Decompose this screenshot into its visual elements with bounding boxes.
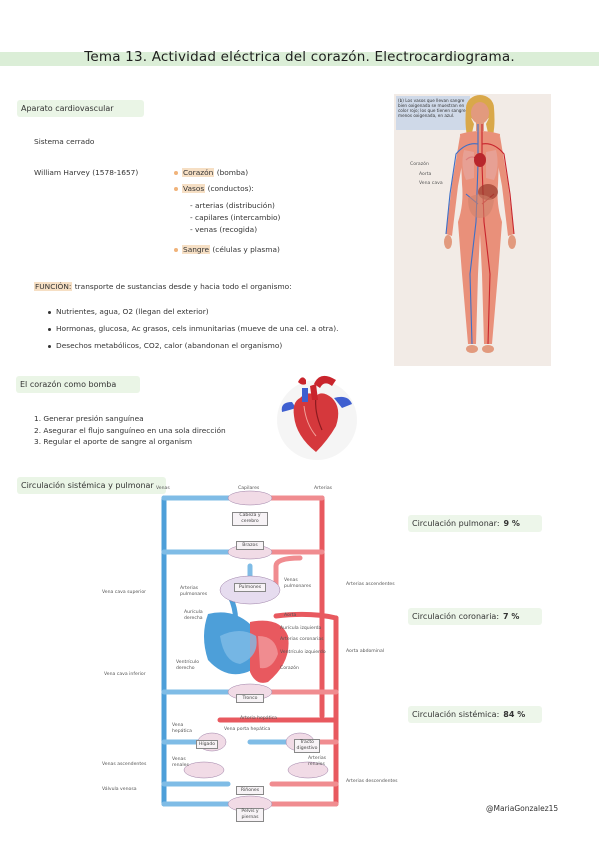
vasos-arterias: - arterias (distribución): [190, 201, 275, 210]
body-label-vena-cava: Vena cava: [419, 181, 443, 186]
sistema-cerrado: Sistema cerrado: [34, 137, 95, 146]
body-label-aorta: Aorta: [419, 172, 432, 177]
label-vena-cava-sup: Vena cava superior: [102, 590, 147, 595]
funcion-bullet-2: Hormonas, glucosa, Ac grasos, cels inmun…: [48, 324, 338, 333]
component-vasos: Vasos (conductos):: [174, 184, 254, 193]
label-arterias-cor: Arterias coronarias: [280, 637, 324, 642]
section-heading-circ: Circulación sistémica y pulmonar: [17, 477, 166, 494]
label-ventriculo-der: Ventrículo derecho: [176, 660, 200, 671]
heart-icon: [277, 375, 357, 460]
label-venas-asc: Venas ascendentes: [102, 762, 147, 767]
circulatory-body-figure: (b) Los vasos que llevan sangre bien oxi…: [394, 94, 551, 366]
body-label-corazon: Corazón: [410, 162, 429, 167]
box-pulmones: Pulmones: [234, 583, 266, 592]
section-heading-cardio: Aparato cardiovascular: [17, 100, 144, 117]
section-heading-bomba: El corazón como bomba: [16, 376, 140, 393]
component-corazon: Corazón (bomba): [174, 168, 248, 177]
label-arterias: Arterias: [314, 486, 333, 491]
circulation-diagram: Venas Capilares Arterias Cabeza y cerebr…: [100, 486, 406, 822]
box-brazos: Brazos: [236, 541, 264, 550]
label-venas-ren: Venas renales: [172, 757, 189, 768]
label-valvula: Válvula venosa: [102, 787, 137, 792]
page-title: Tema 13. Actividad eléctrica del corazón…: [84, 49, 515, 65]
stat-coronaria: Circulación coronaria:7 %: [408, 608, 542, 625]
label-arterias-ren: Arterias renales: [308, 756, 327, 767]
label-venas: Venas: [156, 486, 170, 491]
label-arteria-hep: Arteria hepática: [240, 716, 277, 721]
label-arterias-asc: Arterias ascendentes: [346, 582, 395, 587]
vasos-capilares: - capilares (intercambio): [190, 213, 281, 222]
bomba-item-3: 3. Regular el aporte de sangre al organi…: [34, 437, 193, 446]
label-aorta-abd: Aorta abdominal: [346, 649, 385, 654]
label-auricula-izq: Aurícula izquierda: [280, 626, 322, 631]
label-venas-pulm: Venas pulmonares: [284, 578, 312, 589]
bullet-icon: [174, 187, 178, 191]
component-sangre: Sangre (células y plasma): [174, 245, 280, 254]
label-aorta: Aorta: [284, 613, 297, 618]
box-cabeza: Cabeza y cerebro: [232, 512, 268, 526]
bullet-icon: [48, 327, 51, 331]
human-body-illustration: [444, 95, 516, 353]
bomba-item-2: 2. Asegurar el flujo sanguíneo en una so…: [34, 426, 226, 435]
stat-sistemica: Circulación sistémica:84 %: [408, 706, 542, 723]
label-vena-hep: Vena hepática: [172, 723, 192, 734]
label-corazon: Corazón: [280, 666, 299, 671]
bomba-item-1: 1. Generar presión sanguínea: [34, 414, 144, 423]
vasos-venas: - venas (recogida): [190, 225, 258, 234]
box-higado: Hígado: [196, 740, 218, 749]
label-arterias-desc: Arterias descendentes: [346, 779, 398, 784]
bullet-icon: [48, 344, 51, 348]
label-arterias-pulm: Arterias pulmonares: [180, 586, 208, 597]
funcion-bullet-1: Nutrientes, agua, O2 (llegan del exterio…: [48, 307, 209, 316]
label-capilares: Capilares: [238, 486, 260, 491]
bullet-icon: [174, 248, 178, 252]
title-bar: [0, 52, 599, 66]
bullet-icon: [174, 171, 178, 175]
label-ventriculo-izq: Ventrículo izquierdo: [280, 650, 326, 655]
bullet-icon: [48, 310, 51, 314]
label-vena-cava-inf: Vena cava inferior: [104, 672, 146, 677]
watermark: @MariaGonzalez15: [486, 804, 559, 813]
label-auricula-der: Aurícula derecha: [184, 610, 203, 621]
label-vena-porta: Vena porta hepática: [224, 727, 271, 732]
box-tracto: Tracto digestivo: [294, 739, 320, 753]
funcion-bullet-3: Desechos metabólicos, CO2, calor (abando…: [48, 341, 282, 350]
harvey-text: William Harvey (1578-1657): [34, 168, 139, 177]
box-pelvis: Pelvis y piernas: [236, 808, 264, 822]
box-tronco: Tronco: [236, 694, 264, 703]
circulation-vessels: [161, 490, 339, 813]
figure-caption: (b) Los vasos que llevan sangre bien oxi…: [396, 96, 470, 130]
box-rinones: Riñones: [236, 786, 264, 795]
stat-pulmonar: Circulación pulmonar:9 %: [408, 515, 542, 532]
funcion-text: FUNCIÓN: transporte de sustancias desde …: [34, 282, 292, 291]
